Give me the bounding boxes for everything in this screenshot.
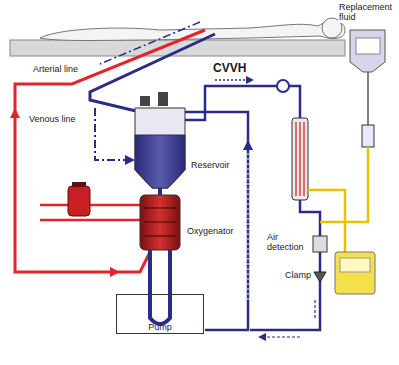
- pump-tubing: [150, 250, 170, 324]
- replacement-line: [320, 147, 368, 222]
- venous-line: [90, 34, 215, 112]
- replacement-bag: [350, 30, 385, 72]
- reservoir: [135, 92, 185, 188]
- part-label: Arterial line: [32, 64, 79, 74]
- part-label: Venous line: [28, 114, 77, 124]
- flow-arrow: [15, 110, 120, 272]
- box-label: Pump: [117, 322, 203, 332]
- arterial-line: [15, 30, 205, 272]
- part-label: Air detection: [266, 232, 312, 253]
- part-label: CVVH: [212, 62, 247, 76]
- filtrate-bag: [335, 252, 375, 294]
- pump-box: Pump: [116, 294, 204, 334]
- return-line: [185, 112, 248, 330]
- part-label: Reservoir: [190, 160, 231, 170]
- hemofilter: [292, 118, 308, 200]
- air-detector: [313, 236, 327, 252]
- part-label: Replacement fluid: [338, 2, 399, 23]
- oxygenator: [140, 195, 180, 250]
- clamp-symbol: [314, 272, 326, 282]
- roller-pump: [277, 80, 289, 92]
- flow-arrowhead: [10, 108, 120, 277]
- drip-chamber: [362, 125, 374, 147]
- flow-arrow: [95, 108, 130, 160]
- heat-exchanger: [40, 182, 140, 220]
- cvvh-return: [250, 200, 320, 330]
- flow-arrowhead: [125, 155, 135, 165]
- part-label: Clamp: [284, 270, 312, 280]
- flow-arrow: [100, 22, 200, 64]
- part-label: Oxygenator: [186, 226, 235, 236]
